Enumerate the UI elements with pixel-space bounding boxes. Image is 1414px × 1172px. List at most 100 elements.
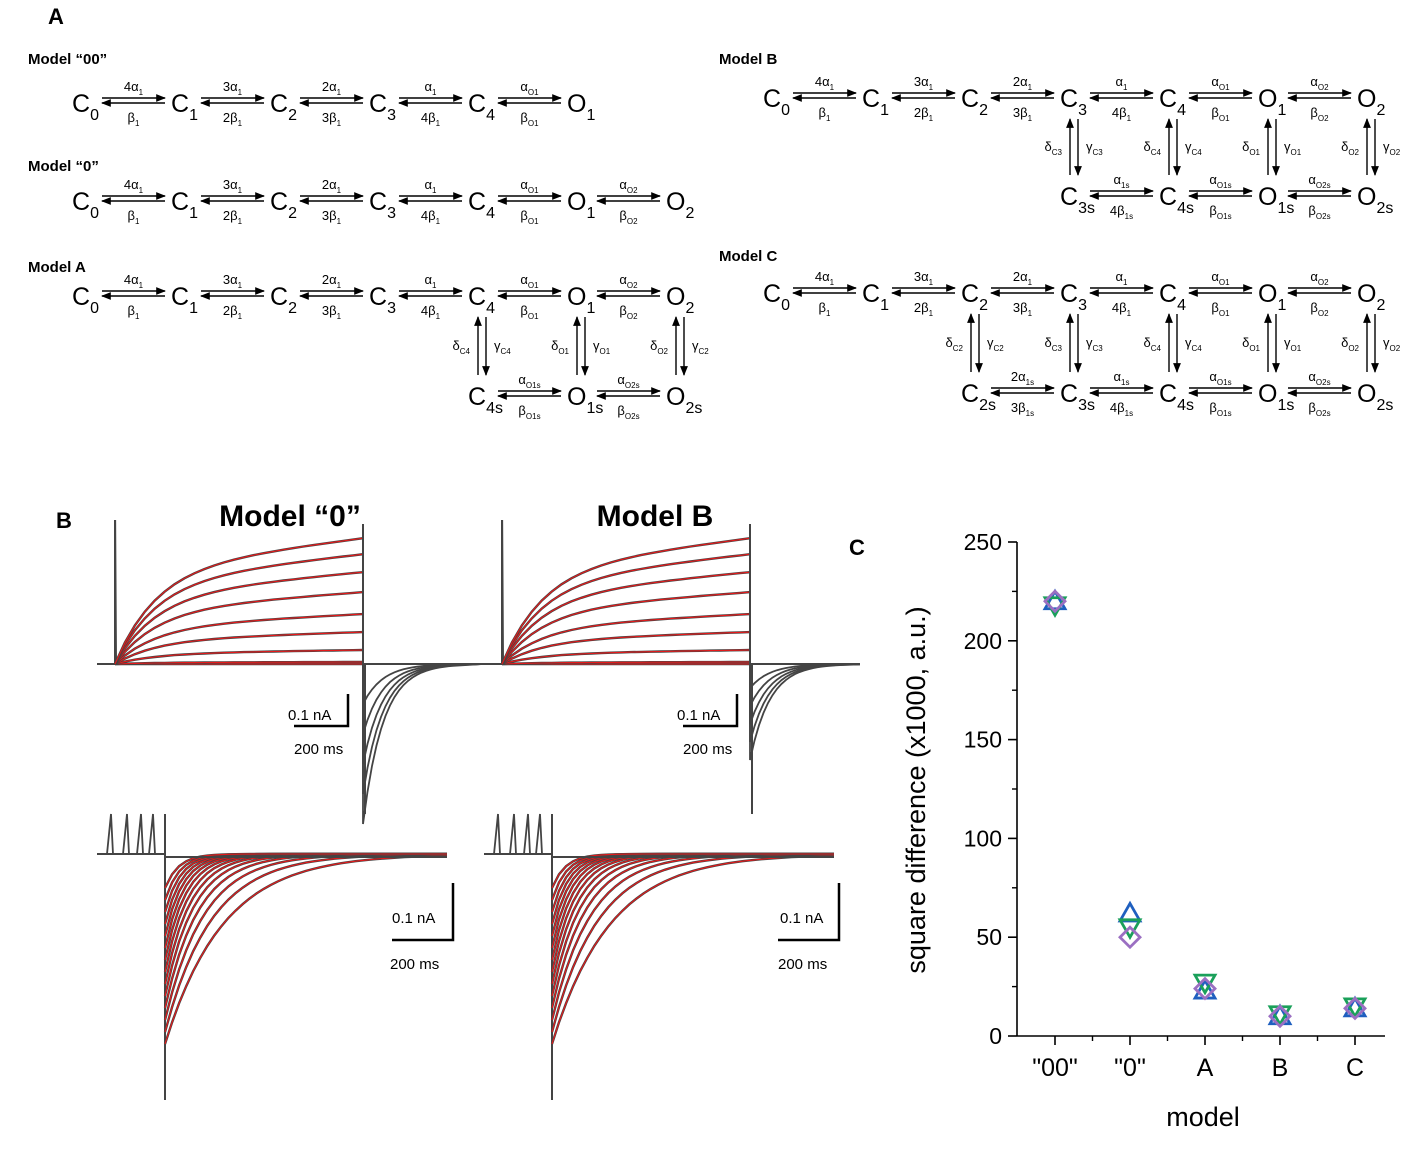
state-label: C4 <box>1159 85 1186 119</box>
forward-rate-label: αO1s <box>518 372 540 390</box>
forward-rate-label: 2α1 <box>1013 74 1033 92</box>
forward-rate-label: αO1s <box>1209 369 1231 387</box>
state-label: C4 <box>468 283 495 317</box>
vertical-rate-label: δO2 <box>1341 335 1359 353</box>
state-label: O2s <box>1357 183 1393 217</box>
backward-rate-label: 2β1 <box>223 110 243 128</box>
fit-trace <box>114 661 363 665</box>
tail-trace <box>749 663 860 761</box>
data-point-triangle-down <box>1117 918 1143 941</box>
vertical-rate-label: γO1 <box>1284 139 1302 157</box>
recorded-trace <box>163 852 447 1009</box>
state-label: C2 <box>270 90 297 124</box>
y-axis-label: square difference (x1000, a.u.) <box>901 606 931 973</box>
prepulse-spike <box>136 813 144 855</box>
state-label: C1 <box>171 90 198 124</box>
forward-rate-label: 4α1 <box>124 79 144 97</box>
fit-trace <box>501 553 751 665</box>
panel-label-c: C <box>849 535 865 560</box>
backward-rate-label: 3β1 <box>1013 300 1033 318</box>
state-label: C1 <box>862 280 889 314</box>
state-label: C4s <box>468 383 503 417</box>
fit-trace <box>114 591 364 665</box>
state-label: O2s <box>666 383 702 417</box>
fit-trace <box>114 553 364 665</box>
prepulse-spike <box>106 813 114 855</box>
fit-trace <box>551 853 834 889</box>
forward-rate-label: 3α1 <box>223 79 243 97</box>
backward-rate-label: 2β1 <box>223 303 243 321</box>
forward-rate-label: 2α1s <box>1011 369 1034 387</box>
deactivation-traces-model-0 <box>97 813 448 1100</box>
forward-rate-label: α1s <box>1114 172 1130 190</box>
fit-trace <box>114 571 364 665</box>
recorded-trace <box>163 854 448 1045</box>
state-label: O2 <box>666 188 694 222</box>
forward-rate-label: α1s <box>1114 369 1130 387</box>
trace-title-model-0: Model “0” <box>219 500 361 533</box>
forward-rate-label: αO2s <box>1308 172 1330 190</box>
state-label: C4 <box>468 188 495 222</box>
state-label: O1 <box>1258 85 1286 119</box>
recorded-trace <box>550 854 835 1045</box>
forward-rate-label: αO2 <box>1310 74 1329 92</box>
fit-trace <box>164 853 447 889</box>
capacitive-spike <box>484 520 504 665</box>
state-label: O1 <box>567 188 595 222</box>
backward-rate-label: 4β1 <box>421 110 441 128</box>
state-label: O2 <box>1357 85 1385 119</box>
forward-rate-label: 2α1 <box>322 177 342 195</box>
x-tick-label: "00" <box>1032 1054 1078 1082</box>
activation-traces-model-0 <box>97 520 583 825</box>
state-label: C1 <box>171 283 198 317</box>
state-label: C3s <box>1060 183 1095 217</box>
vertical-rate-label: δC2 <box>946 335 964 353</box>
state-label: C2 <box>961 280 988 314</box>
vertical-rate-label: γC4 <box>1185 139 1202 157</box>
vertical-rate-label: δO1 <box>1242 335 1260 353</box>
scheme-model-0: C04α1β1C13α12β1C22α13β1C3α14β1C4αO1βO1O1… <box>72 177 694 226</box>
backward-rate-label: βO2s <box>617 403 639 421</box>
data-point-diamond <box>1343 996 1367 1021</box>
tail-trace <box>362 663 484 765</box>
model-title-0: Model “0” <box>28 158 99 175</box>
current-traces <box>97 520 860 1100</box>
backward-rate-label: β1 <box>819 105 831 123</box>
forward-rate-label: α1 <box>1116 74 1129 92</box>
state-label: O1 <box>567 90 595 124</box>
forward-rate-label: 4α1 <box>124 177 144 195</box>
backward-rate-label: 4β1 <box>421 303 441 321</box>
forward-rate-label: αO2s <box>617 372 639 390</box>
model-title-a: Model A <box>28 259 86 276</box>
forward-rate-label: 2α1 <box>322 79 342 97</box>
scale-bar-top-right <box>683 694 739 728</box>
trace-title-model-b: Model B <box>596 500 714 533</box>
state-label: O1s <box>1258 380 1294 414</box>
backward-rate-label: 3β1 <box>322 110 342 128</box>
vertical-rate-label: δC3 <box>1045 139 1063 157</box>
backward-rate-label: β1 <box>128 208 140 226</box>
data-point-triangle-up <box>1042 588 1068 611</box>
panel-label-a: A <box>48 4 64 29</box>
state-label: O1 <box>567 283 595 317</box>
backward-rate-label: βO2 <box>1310 300 1329 318</box>
forward-rate-label: αO2s <box>1308 369 1330 387</box>
vertical-rate-label: γC3 <box>1086 139 1103 157</box>
state-label: C0 <box>72 188 99 222</box>
fit-trace <box>114 649 364 665</box>
prepulse-spike <box>535 813 543 855</box>
scale-time-label: 200 ms <box>683 741 733 758</box>
vertical-rate-label: γO2 <box>1383 139 1401 157</box>
state-label: C2 <box>961 85 988 119</box>
scale-time-label: 200 ms <box>778 956 828 973</box>
state-label: C2 <box>270 188 297 222</box>
forward-rate-label: α1 <box>425 272 438 290</box>
y-tick-label: 150 <box>964 727 1002 753</box>
vertical-rate-label: δC3 <box>1045 335 1063 353</box>
backward-rate-label: 4β1 <box>421 208 441 226</box>
panel-label-b: B <box>56 508 72 533</box>
backward-rate-label: βO1s <box>518 403 540 421</box>
